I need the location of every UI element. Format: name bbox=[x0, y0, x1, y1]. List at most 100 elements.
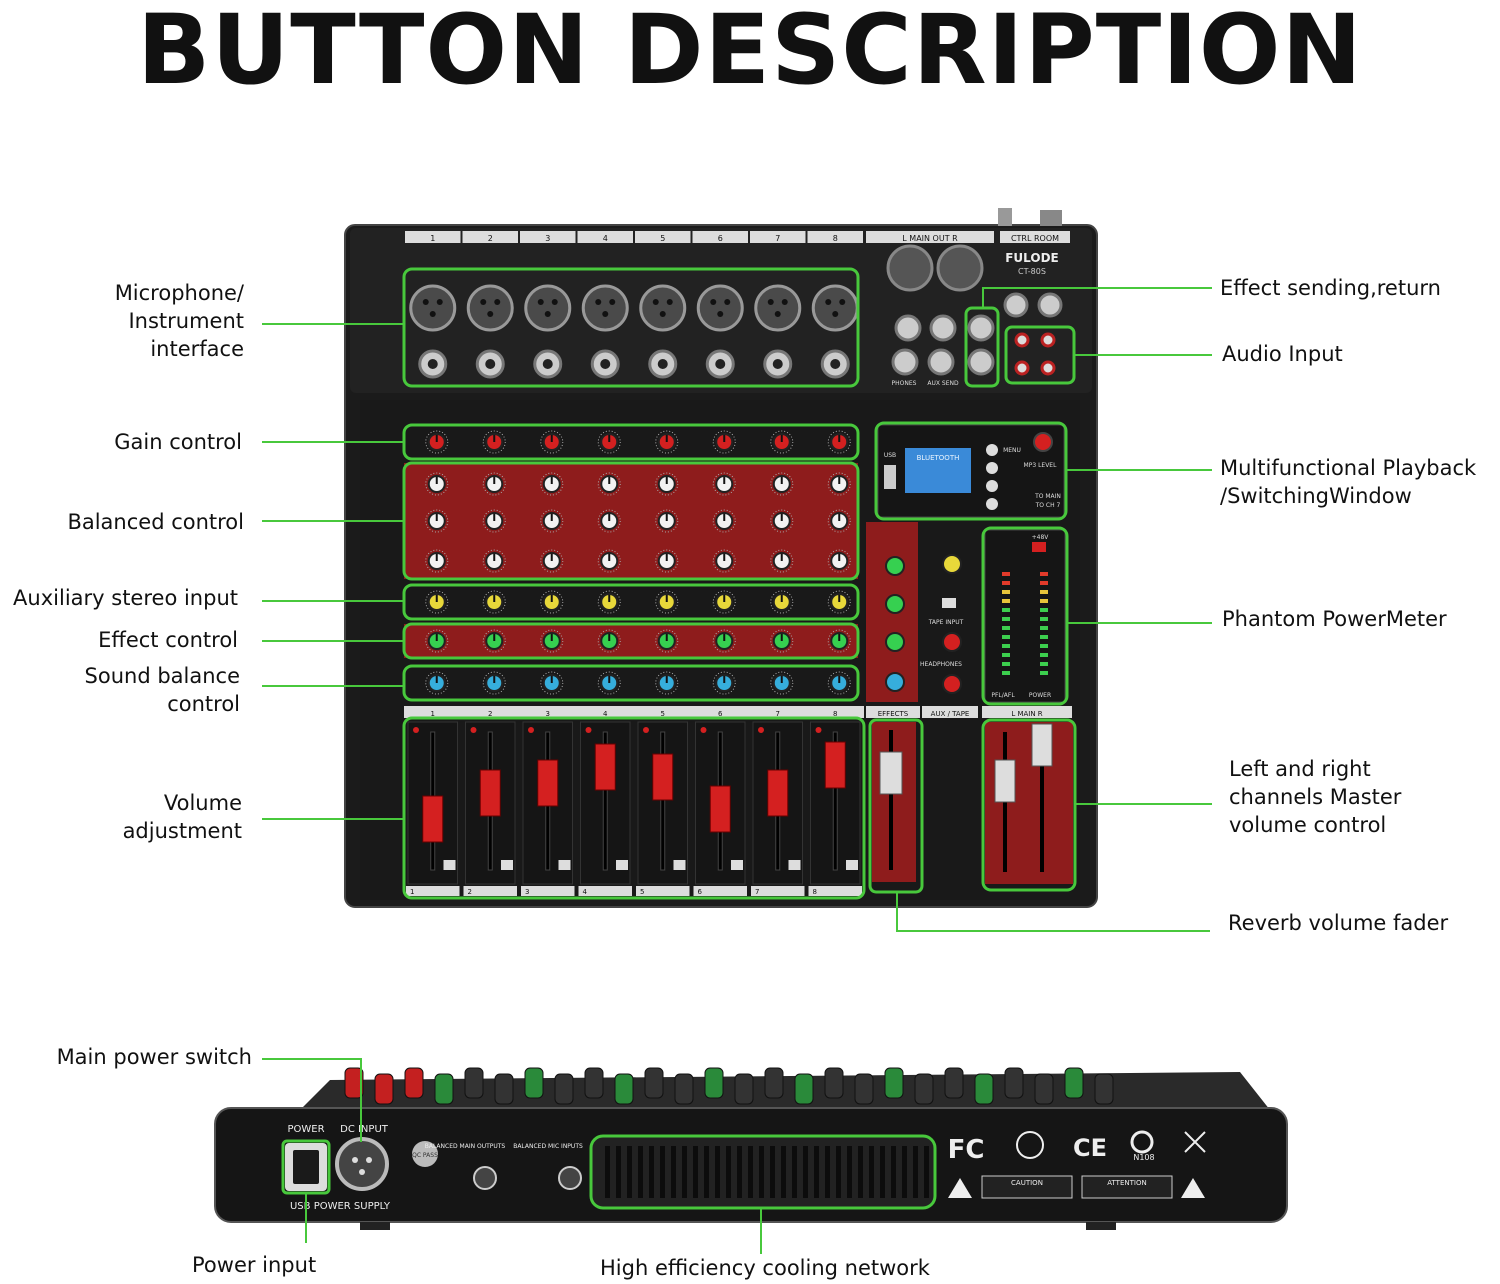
leader-line bbox=[1066, 469, 1212, 471]
vent-slat bbox=[737, 1146, 742, 1198]
effects-label: EFFECTS bbox=[878, 710, 909, 718]
leader-line bbox=[262, 323, 404, 325]
leader-line bbox=[1074, 354, 1212, 356]
leader-line bbox=[1067, 622, 1212, 624]
label-effect: Effect control bbox=[98, 628, 238, 652]
xlr-pin bbox=[544, 311, 551, 317]
meter-led-right bbox=[1040, 572, 1048, 576]
channel-number: 3 bbox=[545, 234, 550, 243]
warning-triangle-icon bbox=[1181, 1178, 1205, 1198]
label-mic-line: interface bbox=[150, 337, 244, 361]
fader-footer-cell bbox=[808, 886, 862, 896]
main-fader-cap-l bbox=[994, 759, 1016, 803]
knob-scale bbox=[482, 590, 506, 614]
label-effect-send: Effect sending,return bbox=[1220, 276, 1441, 300]
meter-led-right bbox=[1040, 626, 1048, 630]
meter-led-left bbox=[1002, 662, 1010, 666]
vent-slat bbox=[858, 1146, 863, 1198]
xlr-pin bbox=[767, 299, 774, 305]
rear-knob bbox=[974, 1073, 994, 1105]
fader-footer-cell bbox=[578, 886, 632, 896]
vent-slat bbox=[627, 1146, 632, 1198]
rca-out-r bbox=[1040, 332, 1056, 348]
knob-scale bbox=[770, 472, 794, 496]
power-label: POWER bbox=[1029, 692, 1051, 699]
mp3-level-knob bbox=[1033, 432, 1053, 452]
csa-logo-icon bbox=[1016, 1131, 1044, 1159]
channel-header-cell bbox=[462, 231, 518, 243]
xlr-pin bbox=[652, 299, 659, 305]
knob-scale bbox=[827, 430, 851, 454]
fx-knob bbox=[885, 556, 905, 576]
knob-scale bbox=[655, 472, 679, 496]
ce-logo: CE bbox=[1073, 1134, 1107, 1162]
jack-hole bbox=[542, 359, 553, 369]
usb-power-label: USB POWER SUPPLY bbox=[290, 1201, 391, 1212]
fader-footer-number: 2 bbox=[468, 888, 472, 896]
fader-cap bbox=[652, 753, 674, 801]
vent-slat bbox=[891, 1146, 896, 1198]
label-playback-line: /SwitchingWindow bbox=[1220, 484, 1412, 508]
xlr-pin bbox=[724, 299, 731, 305]
jack-left bbox=[894, 314, 922, 342]
xlr-pin bbox=[832, 311, 839, 317]
knob-scale bbox=[597, 509, 621, 533]
rear-knob bbox=[824, 1067, 844, 1099]
qc-label: QC PASS bbox=[412, 1152, 438, 1159]
peak-led bbox=[470, 727, 477, 733]
rear-knob bbox=[1094, 1073, 1114, 1105]
to-ch7-label: TO CH 7 bbox=[1035, 502, 1061, 509]
fader-track bbox=[832, 731, 838, 871]
phones-label: PHONES bbox=[892, 380, 917, 387]
vent-slat bbox=[638, 1146, 643, 1198]
vent-slat bbox=[693, 1146, 698, 1198]
rear-foot bbox=[360, 1222, 390, 1230]
meter-led-right bbox=[1040, 590, 1048, 594]
meter-led-right bbox=[1040, 635, 1048, 639]
xlr-main-left bbox=[886, 244, 934, 292]
fader-channel-number: 4 bbox=[603, 710, 608, 718]
vent-slat bbox=[671, 1146, 676, 1198]
highlight-aux bbox=[402, 583, 860, 621]
main-fader-cap-r bbox=[1031, 723, 1053, 767]
vent-slat bbox=[748, 1146, 753, 1198]
vent-slat bbox=[902, 1146, 907, 1198]
label-gain: Gain control bbox=[114, 430, 242, 454]
fader-footer-number: 6 bbox=[698, 888, 703, 896]
attention-label: ATTENTION bbox=[1107, 1179, 1146, 1187]
fader-footer-cell bbox=[406, 886, 460, 896]
jack-hole bbox=[600, 359, 611, 369]
channel-header-cell bbox=[807, 231, 863, 243]
balanced-main-jack bbox=[473, 1166, 497, 1190]
xlr-input bbox=[466, 284, 514, 332]
phantom-switch bbox=[1032, 542, 1046, 552]
weee-bin-icon bbox=[1184, 1131, 1206, 1153]
usb-label: USB bbox=[884, 452, 896, 459]
knob-scale bbox=[827, 590, 851, 614]
knob-scale bbox=[597, 629, 621, 653]
top-connector bbox=[1040, 210, 1062, 226]
repeat-knob bbox=[885, 632, 905, 652]
knob-scale bbox=[827, 472, 851, 496]
knob-scale bbox=[712, 430, 736, 454]
rear-knob bbox=[854, 1073, 874, 1105]
balanced-mic-jack bbox=[558, 1166, 582, 1190]
dc-pin bbox=[359, 1169, 365, 1175]
rear-knob bbox=[614, 1073, 634, 1105]
xlr-input bbox=[581, 284, 629, 332]
xlr-pin bbox=[537, 299, 544, 305]
xlr-input bbox=[409, 284, 457, 332]
knob-scale bbox=[540, 430, 564, 454]
main-out-header bbox=[866, 231, 994, 243]
xlr-pin bbox=[781, 299, 788, 305]
knob-scale bbox=[597, 590, 621, 614]
rear-knobs bbox=[344, 1067, 1114, 1105]
fader-cap bbox=[594, 743, 616, 791]
fader-channel-number: 2 bbox=[488, 710, 492, 718]
vent-slat bbox=[803, 1146, 808, 1198]
knob-rows bbox=[404, 430, 858, 695]
meter-led-left bbox=[1002, 590, 1010, 594]
knob-scale bbox=[540, 472, 564, 496]
effects-fader-panel bbox=[872, 722, 916, 882]
